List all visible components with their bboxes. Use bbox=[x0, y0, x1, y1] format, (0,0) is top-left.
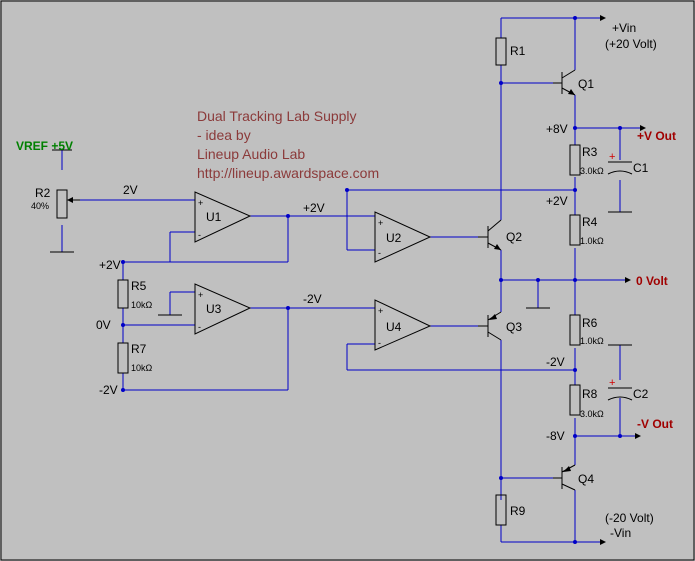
zero-out-arrow bbox=[625, 277, 631, 283]
u1-label: U1 bbox=[206, 210, 222, 224]
title-line-2: - idea by bbox=[197, 127, 251, 143]
r6-label: R6 bbox=[582, 316, 598, 330]
r9-body bbox=[495, 494, 507, 526]
net-u3-out: -2V bbox=[303, 292, 322, 306]
vref-label: VREF +5V bbox=[16, 139, 73, 153]
u2-pin-minus: - bbox=[378, 248, 381, 258]
supply-neg-label: -Vin bbox=[610, 526, 631, 540]
r9-label: R9 bbox=[510, 504, 526, 518]
r8-body bbox=[569, 384, 581, 416]
q2-label: Q2 bbox=[506, 230, 522, 244]
net-m2: -2V bbox=[546, 355, 565, 369]
supply-pos-label: +Vin bbox=[612, 21, 636, 35]
u2-label: U2 bbox=[386, 231, 402, 245]
capacitors bbox=[607, 161, 633, 401]
r5-label: R5 bbox=[131, 279, 147, 293]
r6-value: 1.0kΩ bbox=[580, 336, 604, 346]
r5-value: 10kΩ bbox=[131, 300, 153, 310]
r1-body bbox=[495, 37, 507, 66]
u3-pin-minus: - bbox=[198, 322, 201, 332]
u2-pin-plus: + bbox=[378, 218, 383, 228]
wiring bbox=[61, 17, 640, 543]
supply-neg-value: (-20 Volt) bbox=[605, 511, 654, 525]
junction-dots bbox=[121, 16, 622, 544]
u3-label: U3 bbox=[206, 302, 222, 316]
title-line-1: Dual Tracking Lab Supply bbox=[197, 108, 357, 124]
r2-body bbox=[56, 189, 68, 219]
r7-body bbox=[117, 342, 129, 374]
neg-out-arrow bbox=[635, 433, 641, 439]
q3-label: Q3 bbox=[506, 320, 522, 334]
r3-label: R3 bbox=[582, 145, 598, 159]
net-m8: -8V bbox=[546, 429, 565, 443]
net-rail-top: +2V bbox=[99, 258, 121, 272]
u4-label: U4 bbox=[386, 320, 402, 334]
q4-label: Q4 bbox=[578, 472, 594, 486]
u4-body bbox=[374, 299, 432, 351]
output-pos: +V Out bbox=[637, 129, 676, 143]
u2-body bbox=[374, 211, 432, 263]
vin-neg-arrow bbox=[600, 539, 606, 545]
supply-pos-value: (+20 Volt) bbox=[605, 37, 657, 51]
u4-pin-minus: - bbox=[378, 338, 381, 348]
transistors bbox=[478, 69, 576, 491]
net-wiper: 2V bbox=[123, 183, 138, 197]
r2-label: R2 bbox=[35, 186, 51, 200]
pos-out-arrow bbox=[640, 125, 646, 131]
r2-setting: 40% bbox=[31, 201, 49, 211]
r5-body bbox=[117, 279, 129, 309]
c1-label: C1 bbox=[633, 161, 649, 175]
net-rail-mid: 0V bbox=[96, 318, 111, 332]
net-p8: +8V bbox=[546, 122, 568, 136]
output-zero: 0 Volt bbox=[636, 274, 668, 288]
r3-body bbox=[569, 144, 581, 176]
r3-value: 3.0kΩ bbox=[580, 166, 604, 176]
opamps bbox=[194, 191, 432, 351]
output-neg: -V Out bbox=[637, 417, 673, 431]
r4-value: 1.0kΩ bbox=[580, 236, 604, 246]
net-rail-bot: -2V bbox=[99, 383, 118, 397]
title-line-4: http://lineup.awardspace.com bbox=[197, 165, 379, 181]
u1-body bbox=[194, 191, 252, 243]
r4-body bbox=[569, 214, 581, 246]
vin-pos-arrow bbox=[600, 15, 606, 21]
r8-label: R8 bbox=[582, 387, 598, 401]
net-p2: +2V bbox=[546, 194, 568, 208]
u1-pin-minus: - bbox=[198, 230, 201, 240]
u1-pin-plus: + bbox=[198, 198, 203, 208]
r8-value: 3.0kΩ bbox=[580, 409, 604, 419]
r4-label: R4 bbox=[582, 215, 598, 229]
resistors bbox=[56, 37, 581, 526]
r6-body bbox=[569, 314, 581, 346]
net-u1-out: +2V bbox=[303, 201, 325, 215]
u3-pin-plus: + bbox=[198, 290, 203, 300]
ground-symbols bbox=[50, 149, 632, 346]
q1-label: Q1 bbox=[578, 77, 594, 91]
c2-polarity: + bbox=[609, 377, 615, 389]
u3-body bbox=[194, 283, 252, 335]
r7-label: R7 bbox=[131, 342, 147, 356]
c2-label: C2 bbox=[633, 387, 649, 401]
r2-wiper-arrow bbox=[67, 197, 73, 203]
c1-polarity: + bbox=[609, 151, 615, 163]
r1-label: R1 bbox=[510, 44, 526, 58]
title-line-3: Lineup Audio Lab bbox=[197, 146, 305, 162]
u4-pin-plus: + bbox=[378, 306, 383, 316]
r7-value: 10kΩ bbox=[131, 363, 153, 373]
